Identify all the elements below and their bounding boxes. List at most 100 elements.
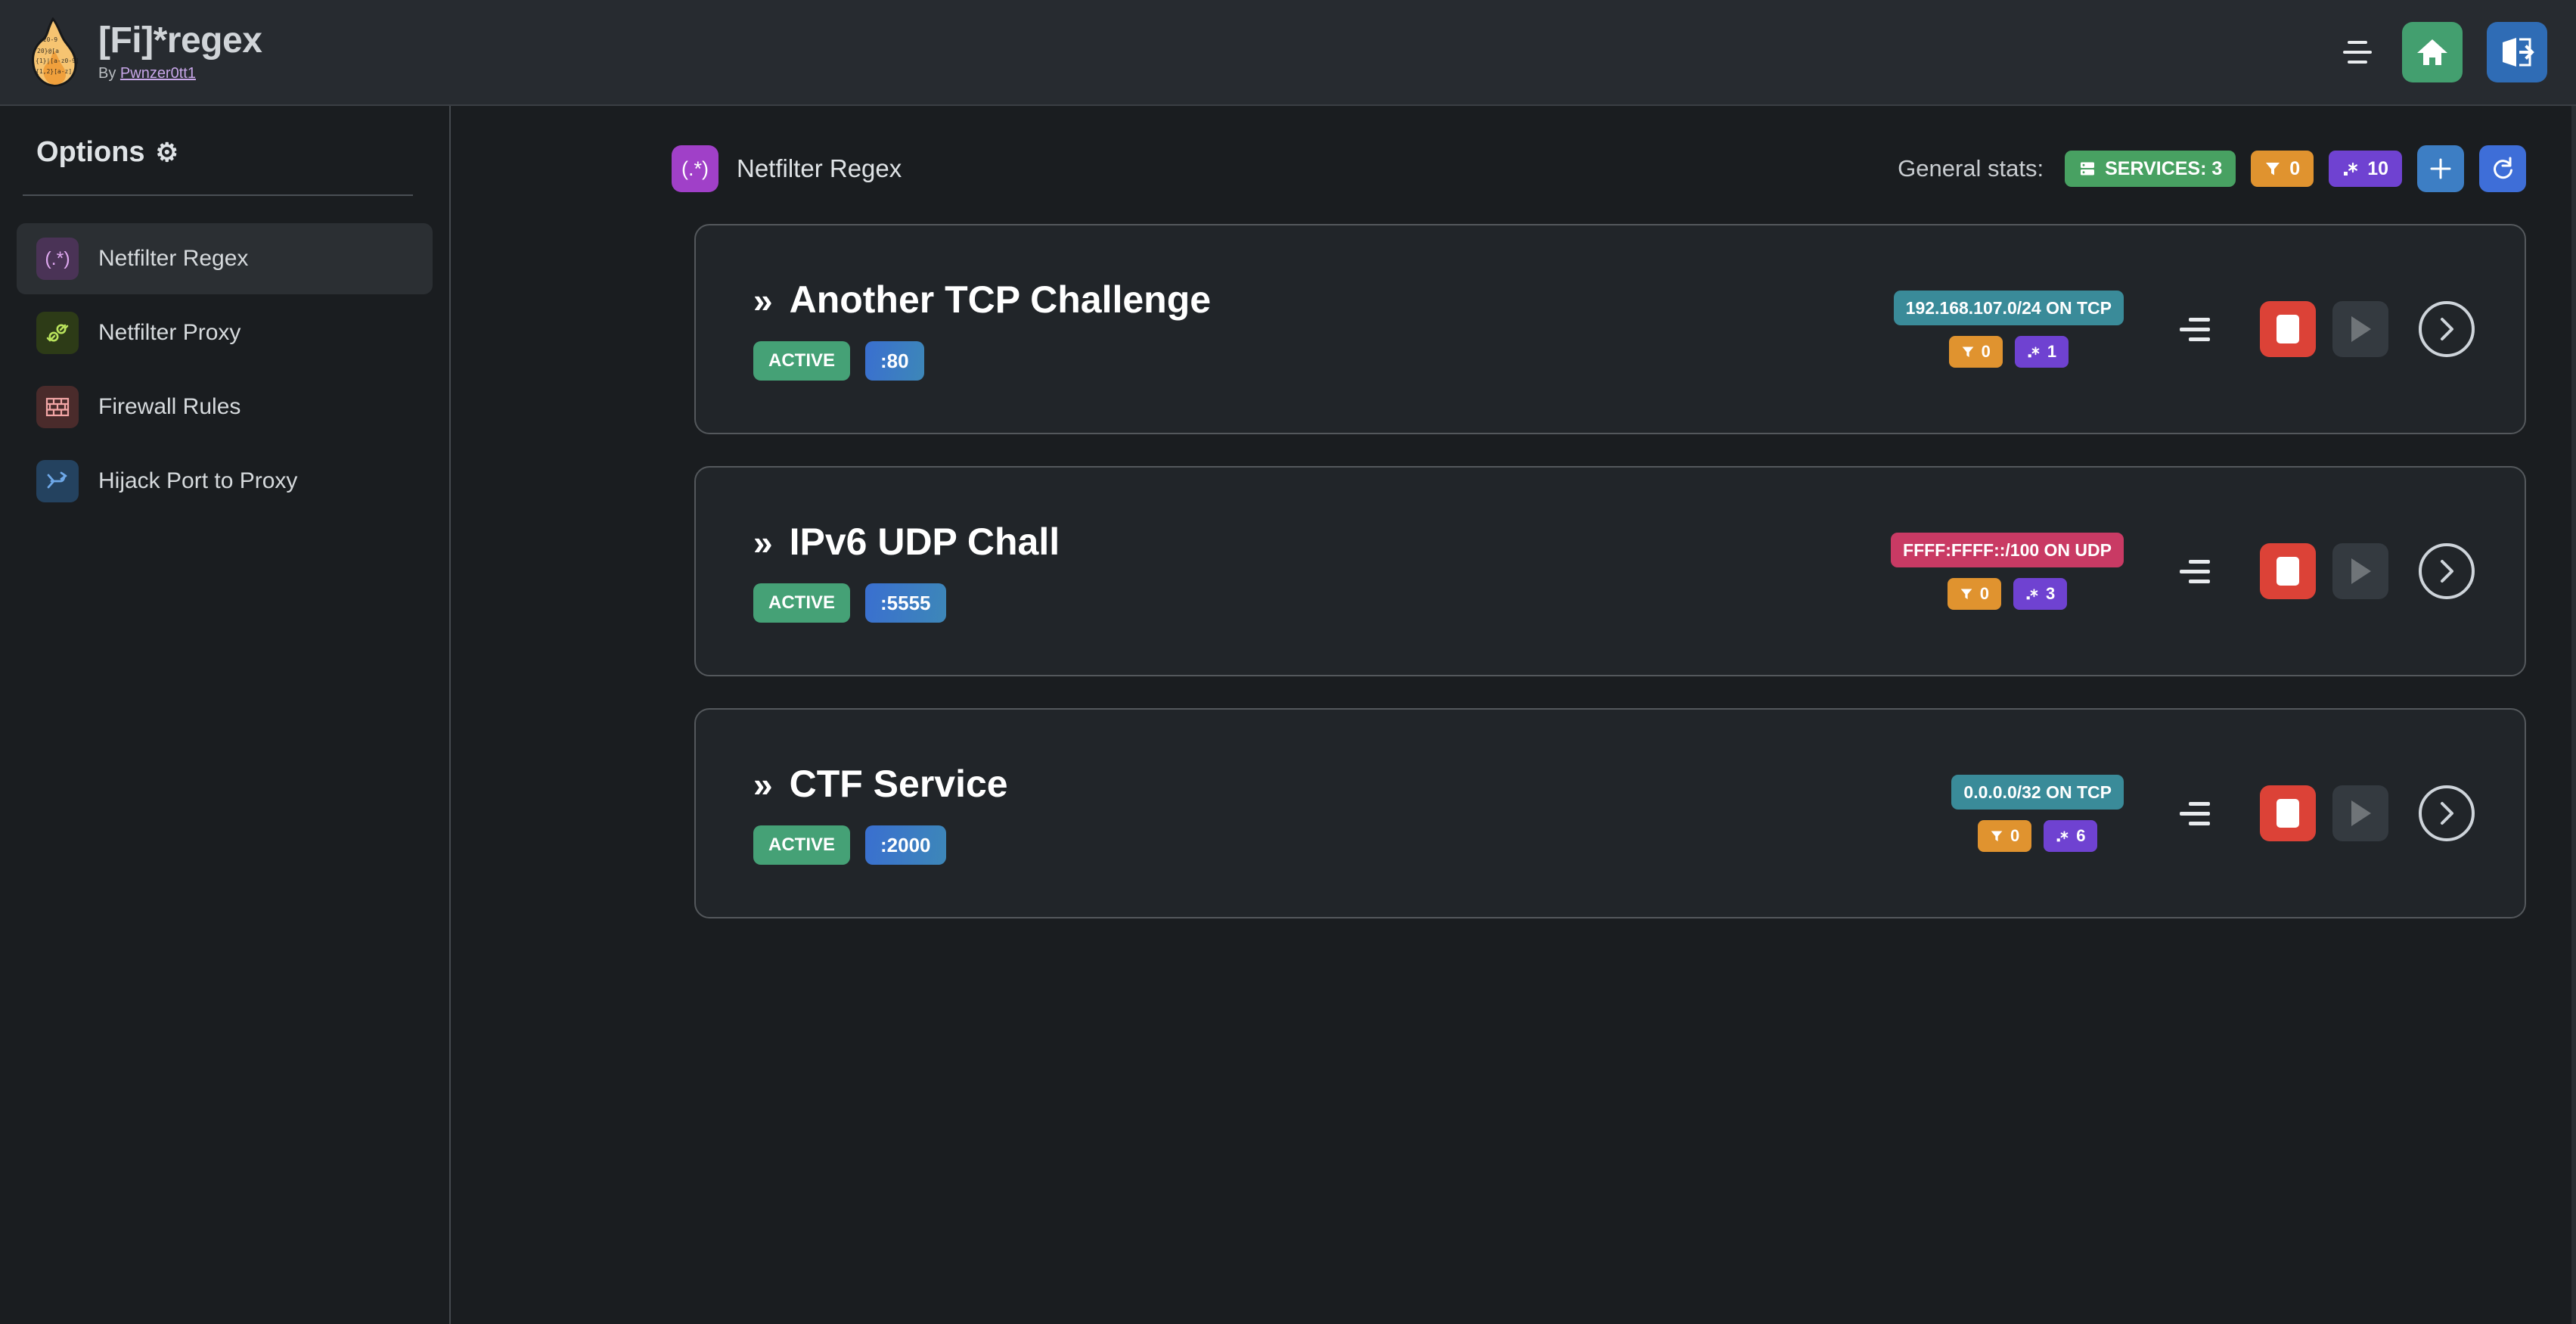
status-badge-services: SERVICES: 3	[2065, 151, 2236, 187]
funnel-icon	[2266, 163, 2280, 176]
regex-icon: (.*)	[672, 145, 718, 192]
service-counters: 0 1	[1948, 336, 2069, 368]
filters-badge: 0	[1948, 336, 2003, 368]
regex-small-icon	[2344, 162, 2358, 176]
regexes-count: 1	[2047, 342, 2057, 361]
route-split-icon	[36, 460, 79, 502]
stop-icon	[2277, 799, 2299, 828]
hamburger-icon[interactable]	[2343, 39, 2378, 66]
settings-lines-icon[interactable]	[2175, 801, 2210, 825]
app-author-line: By Pwnzer0tt1	[98, 65, 262, 82]
page-title: Netfilter Regex	[737, 154, 902, 182]
sidebar-item-firewall-rules[interactable]: Firewall Rules	[17, 371, 433, 443]
service-list: » Another TCP Challenge ACTIVE :80 192.1…	[452, 192, 2576, 918]
sidebar-item-label: Netfilter Proxy	[98, 320, 241, 345]
stop-icon	[2277, 315, 2299, 343]
regex-icon: (.*)	[36, 238, 79, 280]
general-stats: General stats: SERVICES: 3 0	[1898, 145, 2526, 192]
status-badge-regexes: 10	[2329, 151, 2402, 187]
service-badges: ACTIVE :80	[753, 341, 1211, 381]
regexes-count: 3	[2046, 584, 2056, 603]
play-icon	[2351, 558, 2371, 584]
app-title: [Fi]*regex	[98, 20, 262, 61]
chevron-double-right-icon: »	[753, 281, 773, 320]
by-prefix: By	[98, 64, 120, 82]
service-title-row: » Another TCP Challenge	[753, 278, 1211, 322]
service-card[interactable]: » IPv6 UDP Chall ACTIVE :5555 FFFF:FFFF:…	[694, 466, 2526, 676]
service-network-info: 192.168.107.0/24 ON TCP 0 1	[1893, 291, 2124, 368]
plug-icon	[36, 312, 79, 354]
service-card[interactable]: » Another TCP Challenge ACTIVE :80 192.1…	[694, 224, 2526, 434]
sidebar-item-label: Hijack Port to Proxy	[98, 468, 298, 493]
port-badge: :2000	[865, 825, 946, 865]
sidebar-item-netfilter-regex[interactable]: (.*) Netfilter Regex	[17, 223, 433, 294]
filters-count: 0	[2010, 826, 2020, 845]
network-badge: FFFF:FFFF::/100 ON UDP	[1891, 533, 2124, 567]
stop-button[interactable]	[2260, 785, 2316, 841]
author-link[interactable]: Pwnzer0tt1	[119, 64, 196, 82]
plus-icon	[2430, 158, 2451, 179]
regex-small-icon	[2026, 589, 2038, 600]
settings-lines-icon[interactable]	[2175, 317, 2210, 341]
refresh-icon	[2494, 157, 2512, 179]
chevron-right-icon	[2441, 318, 2453, 340]
regexes-count: 6	[2076, 826, 2086, 845]
status-badge-filters: 0	[2251, 151, 2314, 187]
sidebar-divider	[23, 194, 413, 196]
brick-wall-icon	[36, 386, 79, 428]
brand-text: [Fi]*regex By Pwnzer0tt1	[98, 20, 262, 82]
service-card-actions: FFFF:FFFF::/100 ON UDP 0 3	[1891, 533, 2525, 610]
play-button[interactable]	[2332, 543, 2388, 599]
details-button[interactable]	[2419, 543, 2475, 599]
service-name: IPv6 UDP Chall	[789, 521, 1060, 563]
sidebar-item-label: Netfilter Regex	[98, 246, 249, 271]
service-card-info: » Another TCP Challenge ACTIVE :80	[696, 278, 1211, 381]
service-title-row: » CTF Service	[753, 762, 1008, 806]
sidebar-title: Options ⚙	[0, 136, 449, 169]
service-title-row: » IPv6 UDP Chall	[753, 520, 1060, 564]
regexes-badge: 1	[2014, 336, 2069, 368]
sidebar-item-hijack-port-to-proxy[interactable]: Hijack Port to Proxy	[17, 446, 433, 517]
svg-text:{1,2}[a-z]: {1,2}[a-z]	[36, 68, 72, 75]
service-card-actions: 192.168.107.0/24 ON TCP 0 1	[1893, 291, 2525, 368]
regex-small-icon	[2028, 347, 2040, 358]
app-header: -z0-9 20}@[a {1}|[a-z0-9] {1,2}[a-z] [Fi…	[0, 0, 2576, 106]
play-button[interactable]	[2332, 785, 2388, 841]
stop-button[interactable]	[2260, 301, 2316, 357]
general-stats-label: General stats:	[1898, 155, 2044, 182]
logout-button[interactable]	[2487, 22, 2547, 82]
play-button[interactable]	[2332, 301, 2388, 357]
service-name: CTF Service	[789, 763, 1008, 805]
filters-count-label: 0	[2289, 157, 2301, 179]
play-icon	[2351, 800, 2371, 826]
gear-icon: ⚙	[155, 138, 179, 167]
details-button[interactable]	[2419, 785, 2475, 841]
brand: -z0-9 20}@[a {1}|[a-z0-9] {1,2}[a-z] [Fi…	[0, 17, 262, 87]
service-card-info: » CTF Service ACTIVE :2000	[696, 762, 1008, 865]
server-icon	[2081, 162, 2095, 176]
status-badge: ACTIVE	[753, 825, 851, 865]
service-badges: ACTIVE :2000	[753, 825, 1008, 865]
add-service-button[interactable]	[2417, 145, 2464, 192]
service-network-info: 0.0.0.0/32 ON TCP 0 6	[1951, 775, 2124, 852]
home-button[interactable]	[2402, 22, 2463, 82]
page-scrollbar[interactable]	[2571, 106, 2576, 1324]
main-toolbar: (.*) Netfilter Regex General stats: SERV…	[452, 106, 2576, 192]
sidebar: Options ⚙ (.*) Netfilter Regex Netfilter…	[0, 106, 451, 1324]
chevron-double-right-icon: »	[753, 523, 773, 562]
refresh-button[interactable]	[2479, 145, 2526, 192]
port-badge: :5555	[865, 583, 946, 623]
svg-text:20}@[a: 20}@[a	[37, 48, 59, 54]
sidebar-nav: (.*) Netfilter Regex Netfilter Proxy	[0, 223, 449, 517]
regexes-count-label: 10	[2367, 157, 2388, 179]
service-card[interactable]: » CTF Service ACTIVE :2000 0.0.0.0/32 ON…	[694, 708, 2526, 918]
sidebar-item-netfilter-proxy[interactable]: Netfilter Proxy	[17, 297, 433, 368]
settings-lines-icon[interactable]	[2175, 559, 2210, 583]
regexes-badge: 3	[2013, 578, 2068, 610]
sidebar-item-label: Firewall Rules	[98, 394, 241, 419]
filters-count: 0	[1979, 584, 1989, 603]
service-card-info: » IPv6 UDP Chall ACTIVE :5555	[696, 520, 1060, 623]
stop-button[interactable]	[2260, 543, 2316, 599]
service-card-actions: 0.0.0.0/32 ON TCP 0 6	[1951, 775, 2525, 852]
details-button[interactable]	[2419, 301, 2475, 357]
